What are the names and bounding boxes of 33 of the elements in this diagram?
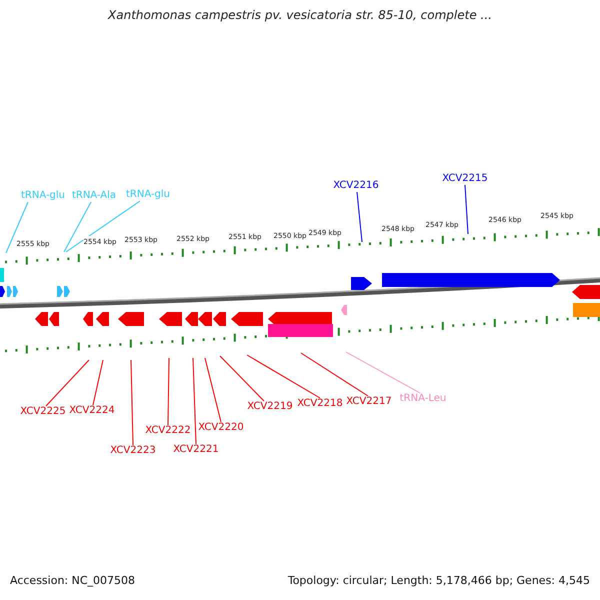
gene-label: XCV2220 (198, 422, 244, 434)
gene-label: XCV2221 (173, 444, 219, 456)
gene-label: tRNA-Ala (72, 190, 116, 202)
title: Xanthomonas campestris pv. vesicatoria str. 85-10, complete ... (108, 9, 492, 21)
gene-label: XCV2216 (333, 180, 379, 192)
leader-line (130, 360, 134, 446)
leader-line (66, 200, 140, 252)
leader-line (356, 192, 362, 242)
gene-label: XCV2215 (442, 173, 488, 185)
gene-label: XCV2224 (69, 405, 115, 417)
leader-line (246, 354, 320, 398)
gene-label: XCV2219 (247, 401, 293, 413)
leader-line (64, 202, 92, 252)
leader-line (6, 202, 28, 254)
leader-line (464, 184, 468, 234)
gene-label: XCV2217 (346, 396, 392, 408)
leader-line (300, 352, 368, 396)
accession-text: Accession: NC_007508 (10, 575, 136, 587)
gene-label: XCV2218 (297, 398, 343, 410)
genome-info-text: Topology: circular; Length: 5,178,466 bp; Genes: 4,545 (288, 575, 590, 587)
leader-line (168, 358, 170, 426)
gene-label: XCV2223 (110, 445, 156, 457)
gene-label: XCV2222 (145, 425, 191, 437)
gene-label: tRNA-glu (126, 189, 170, 201)
leader-line (92, 360, 104, 406)
leader-line (220, 356, 264, 402)
gene-label: tRNA-Leu (400, 393, 446, 405)
leader-line (204, 358, 222, 422)
leader-line (46, 360, 90, 406)
leader-line (346, 352, 420, 394)
leader-line (192, 358, 196, 444)
gene-label: XCV2225 (20, 406, 66, 418)
gene-label: tRNA-glu (20, 190, 66, 202)
